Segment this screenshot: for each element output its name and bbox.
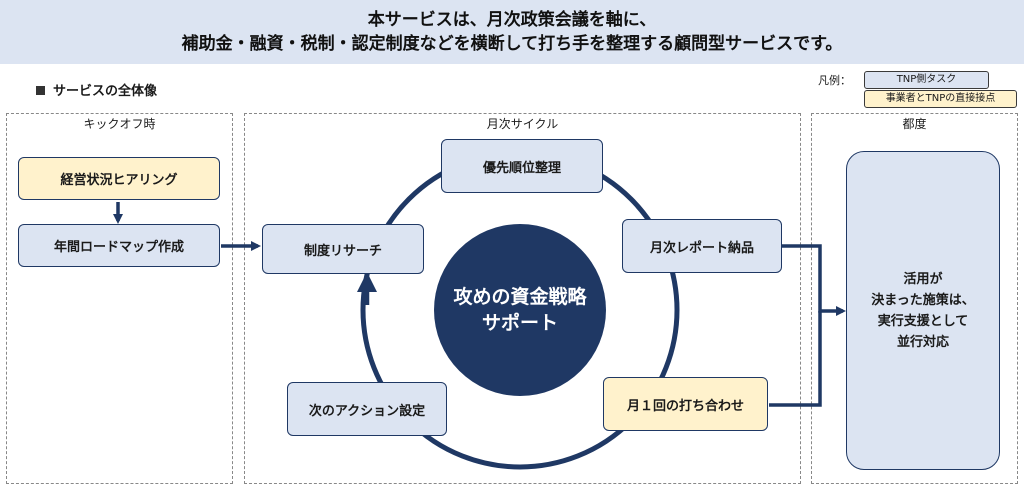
step-research: 制度リサーチ xyxy=(262,224,424,274)
panel-ad-hoc-title: 都度 xyxy=(902,117,927,131)
panel-kickoff: キックオフ時 xyxy=(6,113,233,484)
center-line-2: サポート xyxy=(481,312,558,334)
ad-hoc-box: 活用が 決まった施策は、 実行支援として 並行対応 xyxy=(846,151,1000,470)
step-report: 月次レポート納品 xyxy=(622,219,782,273)
step-report-label: 月次レポート納品 xyxy=(649,240,754,256)
square-bullet-icon xyxy=(36,86,45,95)
step-next-action: 次のアクション設定 xyxy=(287,382,447,436)
step-hearing-label: 経営状況ヒアリング xyxy=(60,173,178,188)
section-title-text: サービスの全体像 xyxy=(53,84,158,99)
ad-hoc-line-4: 並行対応 xyxy=(896,334,949,350)
center-line-1: 攻めの資金戦略 xyxy=(453,286,587,308)
step-next-action-label: 次のアクション設定 xyxy=(308,403,426,419)
legend-tnp-task: TNP側タスク xyxy=(864,71,989,89)
step-hearing: 経営状況ヒアリング xyxy=(18,157,220,200)
step-roadmap-label: 年間ロードマップ作成 xyxy=(53,240,184,255)
ad-hoc-line-3: 実行支援として xyxy=(877,313,969,329)
panel-ad-hoc: 都度 xyxy=(811,113,1018,484)
step-research-label: 制度リサーチ xyxy=(303,243,382,259)
legend-direct-contact: 事業者とTNPの直接接点 xyxy=(864,90,1017,108)
step-priority-label: 優先順位整理 xyxy=(482,160,561,176)
panel-monthly: 月次サイクル xyxy=(244,113,801,484)
ad-hoc-line-1: 活用が xyxy=(903,271,943,287)
section-title: サービスの全体像 xyxy=(36,80,157,99)
step-roadmap: 年間ロードマップ作成 xyxy=(18,224,220,267)
header-line-2: 補助金・融資・税制・認定制度などを横断して打ち手を整理する顧問型サービスです。 xyxy=(181,34,843,54)
step-priority: 優先順位整理 xyxy=(441,139,603,193)
header-line-1: 本サービスは、月次政策会議を軸に、 xyxy=(367,10,657,30)
step-meeting-label: 月１回の打ち合わせ xyxy=(626,398,744,414)
panel-monthly-title: 月次サイクル xyxy=(486,117,559,131)
center-circle: 攻めの資金戦略 サポート xyxy=(434,224,606,396)
panel-kickoff-title: キックオフ時 xyxy=(83,117,156,131)
header-banner: 本サービスは、月次政策会議を軸に、 補助金・融資・税制・認定制度などを横断して打… xyxy=(0,0,1024,64)
step-meeting: 月１回の打ち合わせ xyxy=(603,377,768,431)
legend-label: 凡例： xyxy=(818,74,851,87)
arrow-report-to-adhoc xyxy=(782,244,846,316)
arrow-meeting-to-adhoc xyxy=(769,311,822,407)
ad-hoc-line-2: 決まった施策は、 xyxy=(871,292,975,308)
